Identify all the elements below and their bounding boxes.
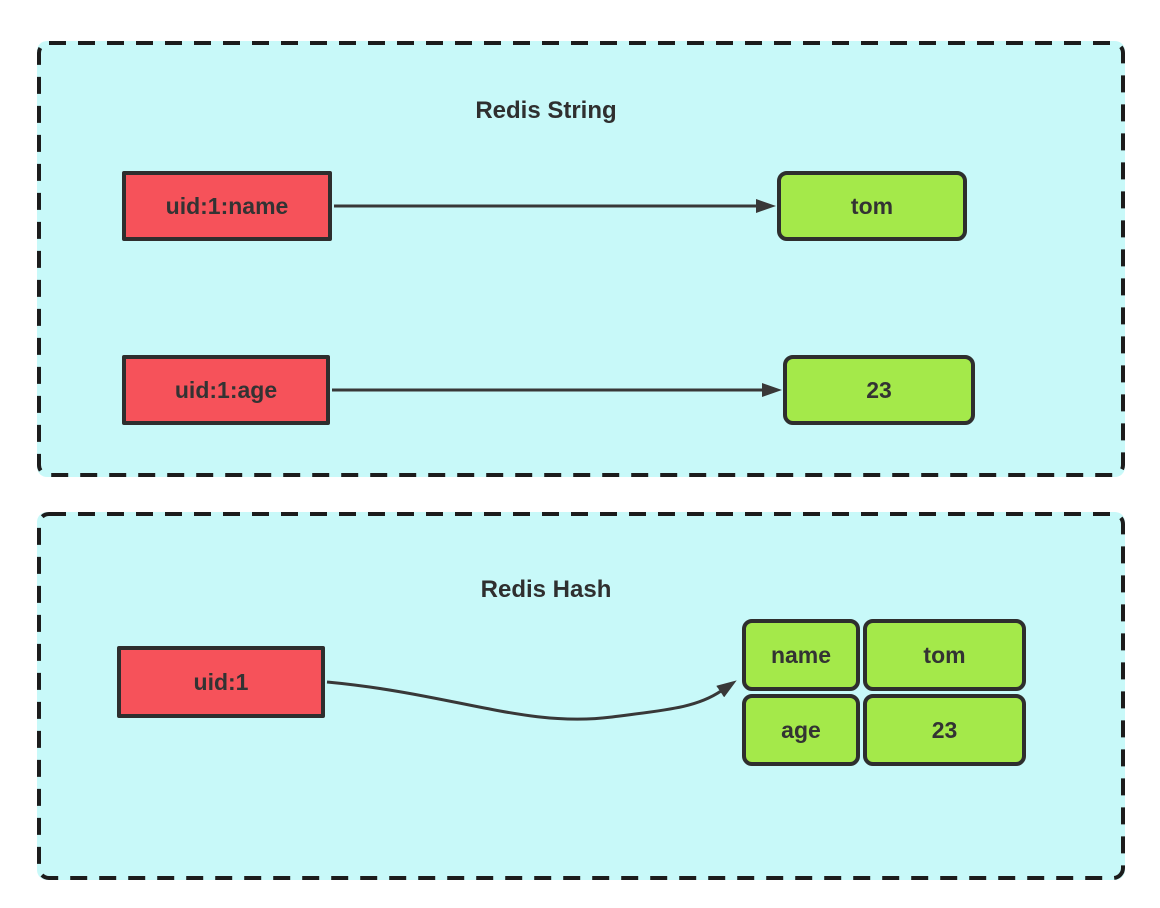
redis-string-section: Redis String uid:1:name tom uid:1:age 23 bbox=[37, 41, 1125, 477]
redis-string-title: Redis String bbox=[475, 97, 617, 124]
value-box-tom: tom bbox=[777, 171, 967, 241]
hash-cell-field-name: name bbox=[742, 619, 860, 691]
hash-cell-field-age: age bbox=[742, 694, 860, 766]
key-box-uid-1-age: uid:1:age bbox=[122, 355, 330, 425]
hash-cell-value-23: 23 bbox=[863, 694, 1026, 766]
redis-hash-section: Redis Hash uid:1 name tom age 23 bbox=[37, 512, 1125, 880]
redis-hash-title: Redis Hash bbox=[480, 576, 612, 603]
hash-cell-value-tom: tom bbox=[863, 619, 1026, 691]
value-box-23: 23 bbox=[783, 355, 975, 425]
key-box-uid-1: uid:1 bbox=[117, 646, 325, 718]
key-box-uid-1-name: uid:1:name bbox=[122, 171, 332, 241]
